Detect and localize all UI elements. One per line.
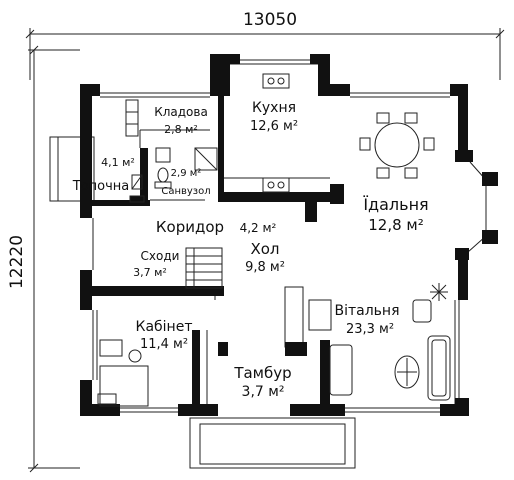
room-labels: Кладова 2,8 м² Кухня 12,6 м² 4,1 м² Топо… [72,100,429,400]
height-dimension-label: 12220 [7,235,27,289]
room-name-tambur: Тамбур [233,364,291,382]
room-area-vitalnia: 23,3 м² [346,322,394,337]
office-furniture [97,339,149,407]
stairs [185,247,223,289]
room-area-kukhnia: 12,6 м² [250,119,298,134]
room-name-idalnia: Їдальня [363,195,428,214]
kitchen-fixtures [224,73,330,193]
room-name-kladova: Кладова [154,105,208,119]
room-name-topochna: Топочна [72,179,130,194]
room-name-skhody: Сходи [141,249,180,263]
pantry-shelves [125,99,139,137]
room-name-khol: Хол [250,240,279,258]
room-name-kukhnia: Кухня [252,100,296,116]
room-name-sanvuzol: Санвузол [161,186,210,197]
room-area-idalnia: 12,8 м² [368,216,424,234]
room-area-kladova: 2,8 м² [164,123,198,136]
plant-icon [430,283,448,301]
room-area-sanvuzol: 2,9 м² [171,168,202,179]
boiler [129,174,145,203]
thin-lines [49,59,487,469]
dining-table [359,112,435,179]
bathroom-fixtures [154,147,218,189]
room-area-topochna: 4,1 м² [101,156,135,169]
room-name-vitalnia: Вітальня [334,303,399,319]
width-dimension-label: 13050 [243,10,297,30]
height-dimension [28,45,80,473]
room-area-skhody: 3,7 м² [133,266,167,279]
room-area-tambur: 3,7 м² [242,384,285,400]
room-area-kabinet: 11,4 м² [140,337,188,352]
walls [80,54,498,416]
room-name-korydor: Коридор [156,218,224,236]
room-name-kabinet: Кабінет [136,319,193,335]
room-area-khol: 9,8 м² [245,260,285,275]
room-area-korydor: 4,2 м² [240,221,277,235]
living-furniture [329,299,451,401]
width-dimension [25,28,505,80]
